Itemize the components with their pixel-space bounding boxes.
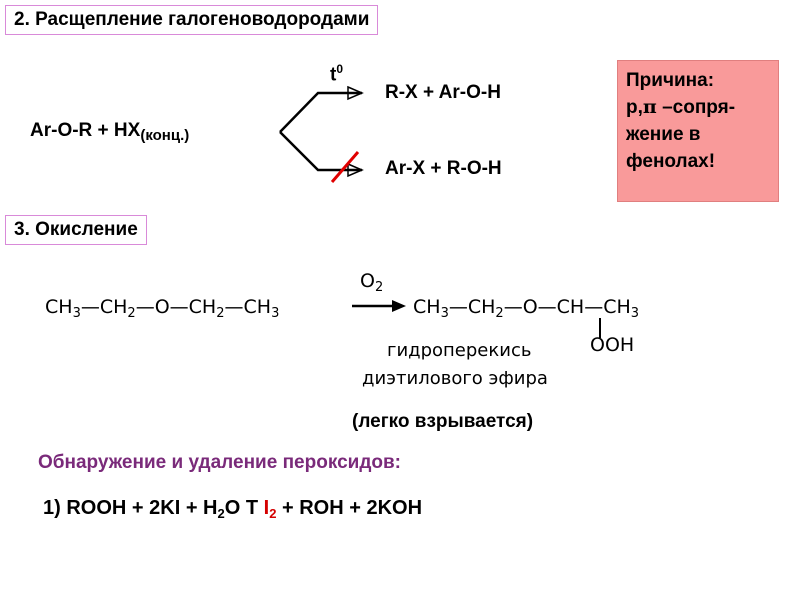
bond: — bbox=[448, 296, 468, 318]
cross-out-mark bbox=[330, 151, 360, 183]
product-ch: CH bbox=[556, 296, 585, 318]
temperature-condition: t0 bbox=[330, 62, 343, 86]
bond: — bbox=[169, 296, 189, 318]
product-ch3a: CH bbox=[413, 296, 441, 318]
explosive-note-text: (легко взрывается) bbox=[352, 411, 534, 432]
bond: — bbox=[537, 296, 557, 318]
reason-pi: π bbox=[642, 96, 657, 118]
product-o: O bbox=[522, 296, 538, 318]
product-top: R-X + Ar-O-H bbox=[385, 82, 501, 104]
reactant-ch2a: CH bbox=[99, 296, 128, 318]
detection-equation: 1) ROOH + 2KI + H2O T I2 + ROH + 2KOH bbox=[43, 497, 422, 521]
eq-prefix: 1) ROOH + 2KI + H bbox=[43, 497, 218, 519]
halide-reactant-text: Ar-O-R + HX bbox=[30, 120, 141, 141]
section-3-heading: 3. Окисление bbox=[5, 215, 147, 245]
bond: — bbox=[584, 296, 604, 318]
reactant-ch2a-sub: 2 bbox=[127, 306, 136, 321]
product-top-text: R-X + Ar-O-H bbox=[385, 82, 501, 103]
reason-title: Причина: bbox=[626, 70, 715, 91]
eq-mid: O T bbox=[224, 497, 264, 519]
ether-reactant: CH3—CH2—O—CH2—CH3 bbox=[45, 296, 279, 321]
product-ch3a-sub: 3 bbox=[440, 306, 449, 321]
product-name-line-2-text: диэтилового эфира bbox=[362, 368, 548, 389]
product-name-line-1: гидроперекись bbox=[387, 340, 531, 361]
section-2-heading: 2. Расщепление галогеноводородами bbox=[5, 5, 379, 35]
reason-line-1: p,π –сопря- bbox=[626, 94, 770, 121]
halide-reactant-sub: (конц.) bbox=[140, 127, 190, 144]
reactant-ch3b: CH bbox=[243, 296, 272, 318]
eq-h2o-sub: 2 bbox=[217, 506, 225, 521]
section-3-heading-text: 3. Окисление bbox=[14, 219, 138, 240]
product-ch3b-sub: 3 bbox=[630, 306, 640, 321]
oxygen-reagent-text: O bbox=[360, 270, 375, 292]
product-name-line-1-text: гидроперекись bbox=[387, 340, 532, 361]
reason-line-1-prefix: p, bbox=[626, 97, 643, 118]
reactant-ch3a-sub: 3 bbox=[72, 306, 81, 321]
reactant-ch2b-sub: 2 bbox=[216, 306, 225, 321]
product-ch2-sub: 2 bbox=[495, 306, 504, 321]
reason-line-3: фенолах! bbox=[626, 151, 716, 172]
halide-reactant: Ar-O-R + HX(конц.) bbox=[30, 120, 189, 144]
product-ch2: CH bbox=[467, 296, 496, 318]
explosive-note: (легко взрывается) bbox=[352, 411, 533, 433]
detection-title-text: Обнаружение и удаление пероксидов: bbox=[38, 452, 402, 473]
reason-line-1-suffix: –сопря- bbox=[656, 97, 736, 118]
oxidation-arrow bbox=[352, 300, 406, 312]
upper-arrow-head bbox=[347, 85, 364, 101]
section-2-heading-text: 2. Расщепление галогеноводородами bbox=[14, 9, 370, 30]
bond: — bbox=[80, 296, 100, 318]
reactant-ch3a: CH bbox=[45, 296, 73, 318]
reactant-o: O bbox=[154, 296, 170, 318]
bond: — bbox=[224, 296, 244, 318]
oxygen-reagent-sub: 2 bbox=[374, 280, 384, 295]
bond: — bbox=[503, 296, 523, 318]
eq-iodine-sub: 2 bbox=[269, 506, 277, 521]
reactant-ch2b: CH bbox=[188, 296, 217, 318]
ooh-text: OOH bbox=[590, 334, 635, 356]
reason-box: Причина: p,π –сопря- жение в фенолах! bbox=[617, 60, 779, 202]
temperature-label: t bbox=[330, 64, 337, 86]
oxygen-reagent: O2 bbox=[360, 270, 383, 295]
temperature-sup: 0 bbox=[336, 62, 344, 76]
product-name-line-2: диэтилового эфира bbox=[362, 368, 548, 389]
product-ch3b: CH bbox=[603, 296, 631, 318]
ooh-group: OOH bbox=[590, 334, 634, 356]
bond: — bbox=[135, 296, 155, 318]
branch-arrows bbox=[279, 85, 364, 183]
product-bottom: Ar-X + R-O-H bbox=[385, 158, 502, 180]
reactant-ch3b-sub: 3 bbox=[271, 306, 280, 321]
eq-suffix: + ROH + 2KOH bbox=[276, 497, 423, 519]
reason-line-2: жение в bbox=[626, 124, 701, 145]
detection-title: Обнаружение и удаление пероксидов: bbox=[38, 452, 401, 474]
product-bottom-text: Ar-X + R-O-H bbox=[385, 158, 502, 179]
ooh-bond bbox=[599, 318, 601, 338]
lower-arrow-head bbox=[347, 162, 364, 178]
eq-iodine: I bbox=[263, 497, 270, 519]
hydroperoxide-product: CH3—CH2—O—CH—CH3 bbox=[413, 296, 639, 321]
